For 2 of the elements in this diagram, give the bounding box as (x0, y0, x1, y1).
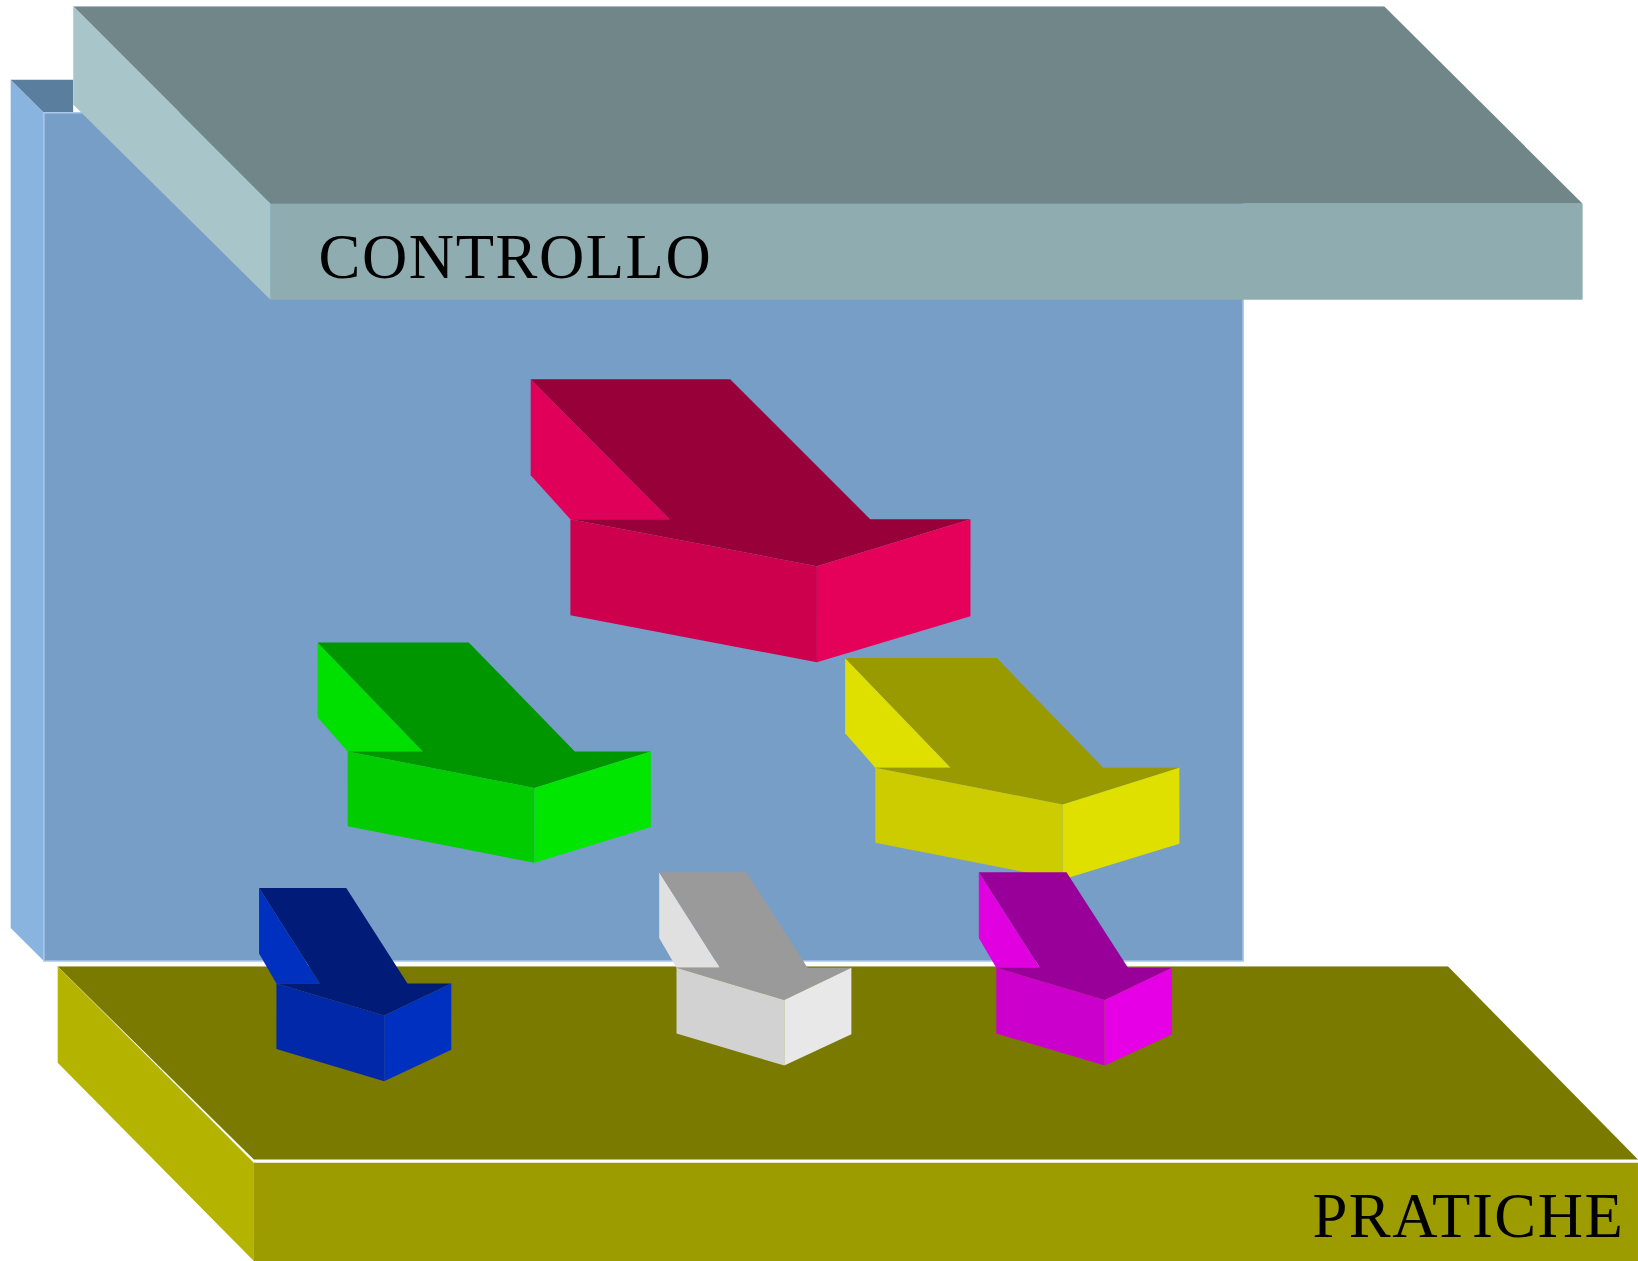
slab-label: CONTROLLO (318, 225, 713, 289)
slab-label: PRATICHE (1312, 1184, 1625, 1248)
